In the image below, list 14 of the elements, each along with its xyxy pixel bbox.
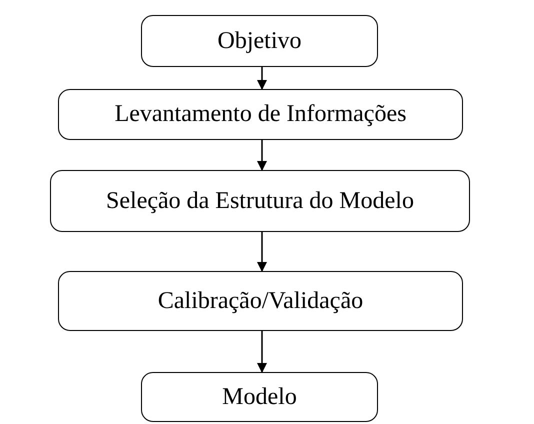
process-box [141,372,378,422]
box-label: Objetivo [218,28,302,54]
arrow [257,140,267,171]
process-box [58,89,463,140]
arrow [257,67,267,90]
process-box [141,15,378,67]
process-box [58,271,463,331]
process-box [50,170,470,232]
box-label: Modelo [222,384,297,410]
arrow [257,232,267,272]
box-label: Calibração/Validação [158,288,364,314]
arrow [257,331,267,373]
box-label: Levantamento de Informações [114,101,406,128]
box-label: Seleção da Estrutura do Modelo [106,188,414,214]
